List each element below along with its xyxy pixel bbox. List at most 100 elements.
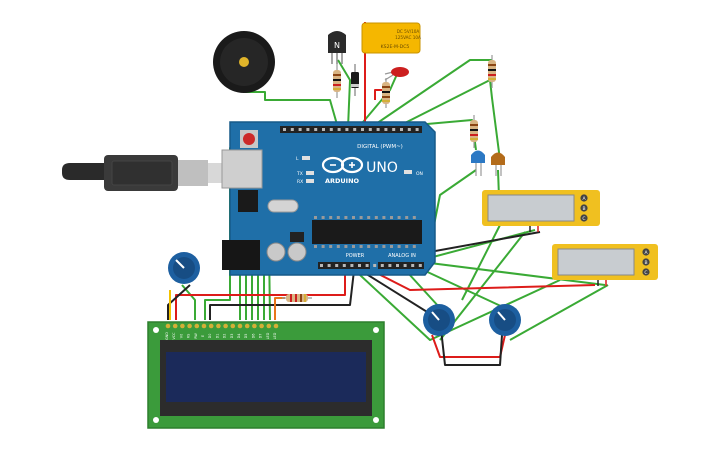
pin	[329, 216, 333, 219]
lcd-pin[interactable]	[208, 323, 214, 329]
chip-pins	[314, 216, 416, 248]
wire-red-pots[interactable]	[431, 334, 506, 358]
wire-orange[interactable]	[274, 297, 285, 320]
diode[interactable]	[351, 64, 359, 96]
wire-orange-led-down[interactable]	[461, 169, 501, 301]
potentiometer-1[interactable]	[423, 304, 455, 336]
wire-right-resistor[interactable]	[394, 79, 501, 161]
pin	[368, 128, 372, 131]
small-display-1[interactable]: A B C	[482, 190, 600, 232]
resistor-led-red[interactable]	[382, 78, 390, 108]
resistor-lcd-backlight[interactable]	[282, 294, 312, 302]
lcd-pin[interactable]	[223, 323, 228, 329]
lcd-mount-hole-tr	[373, 327, 379, 333]
small-display-2[interactable]: A B C	[552, 244, 658, 286]
pin	[290, 128, 294, 131]
buzzer[interactable]	[213, 31, 275, 93]
lcd-pin[interactable]	[187, 323, 192, 329]
wire-transistor-base[interactable]	[337, 59, 351, 129]
pin	[359, 245, 363, 248]
lcd-pin[interactable]	[237, 323, 243, 329]
wire-gnd-pots[interactable]	[359, 269, 503, 366]
wire-red-bottom[interactable]	[175, 262, 346, 320]
usb-cable[interactable]	[62, 155, 248, 191]
wire-lcd-v0[interactable]	[181, 284, 196, 320]
display2-button-c[interactable]	[642, 268, 650, 276]
pin	[359, 216, 363, 219]
capacitor-2	[287, 242, 307, 262]
pin	[342, 264, 346, 267]
wire-blue-led-down[interactable]	[429, 169, 477, 246]
pin	[352, 216, 355, 219]
display2-button-b[interactable]	[642, 258, 650, 266]
lcd-pin[interactable]	[266, 323, 272, 329]
resistor-transistor[interactable]	[333, 64, 341, 98]
relay-label-2: 125VAC 10A	[395, 35, 421, 40]
reset-button[interactable]	[240, 130, 258, 148]
wire-pot-cross[interactable]	[359, 274, 561, 341]
display1-label-b: B	[582, 206, 585, 212]
lcd-pin[interactable]	[273, 323, 279, 329]
rx-led	[306, 179, 314, 183]
lcd-pin[interactable]	[259, 323, 264, 329]
analog-header[interactable]	[378, 262, 424, 269]
lcd-pin[interactable]	[180, 323, 185, 329]
wire-buzzer[interactable]	[245, 91, 339, 129]
pin	[344, 216, 348, 219]
transistor[interactable]: N	[328, 31, 346, 64]
pin	[384, 128, 388, 131]
pin	[376, 128, 380, 131]
lcd-pin[interactable]	[172, 323, 178, 329]
lcd-pin[interactable]	[194, 323, 200, 329]
on-label: ON	[416, 171, 423, 177]
lcd-pin[interactable]	[165, 323, 171, 329]
pin	[411, 264, 415, 267]
buzzer-center-dot	[239, 57, 249, 67]
led-blue[interactable]	[471, 150, 485, 177]
arduino-uno[interactable]: DIGITAL (PWM~) ARDUINO UNO ON L TX RX	[221, 121, 436, 276]
lcd-pin[interactable]	[201, 323, 207, 329]
pin	[388, 264, 392, 267]
l-label: L	[296, 156, 299, 162]
lcd-pin[interactable]	[252, 323, 257, 329]
lcd-pin-label: D5	[244, 334, 248, 339]
pin	[283, 128, 286, 131]
led-orange[interactable]	[491, 152, 505, 177]
display2-button-a[interactable]	[642, 248, 650, 256]
display1-button-c[interactable]	[580, 214, 588, 222]
pin	[374, 245, 378, 248]
pin	[367, 216, 371, 219]
digital-header[interactable]	[280, 126, 422, 133]
pin	[380, 264, 384, 267]
resistor-led-blue[interactable]	[470, 115, 478, 148]
wire-resistor-top-right[interactable]	[369, 59, 492, 129]
lcd-pin-label: D3	[230, 334, 234, 339]
potentiometer-2[interactable]	[489, 304, 521, 336]
pin	[382, 245, 386, 248]
wire-gnd-left[interactable]	[167, 284, 191, 320]
pin	[392, 128, 396, 131]
lcd-pin[interactable]	[230, 323, 236, 329]
usb-socket[interactable]	[221, 149, 263, 189]
l-led	[302, 156, 310, 160]
lcd-pin[interactable]	[216, 323, 221, 329]
lcd-pin[interactable]	[244, 323, 250, 329]
wire-gnd-lcd[interactable]	[209, 261, 356, 320]
relay[interactable]: DC 5V/10A 125VAC 10A KS2E-M-DC5	[361, 22, 421, 54]
wire-sensor2[interactable]	[421, 261, 606, 286]
display1-button-b[interactable]	[580, 204, 588, 212]
pin	[344, 245, 348, 248]
power-jack[interactable]	[222, 240, 260, 270]
pin	[352, 245, 355, 248]
resistor-top-right[interactable]	[488, 55, 496, 88]
potentiometer-lcd[interactable]	[168, 252, 200, 284]
led-red[interactable]	[384, 67, 409, 81]
pin	[335, 264, 339, 267]
wire-pot-cross-3[interactable]	[509, 284, 609, 341]
lcd-pin-label: VCC	[172, 332, 176, 340]
lcd-mount-hole-bl	[153, 417, 159, 423]
display1-button-a[interactable]	[580, 194, 588, 202]
pin	[327, 264, 331, 267]
